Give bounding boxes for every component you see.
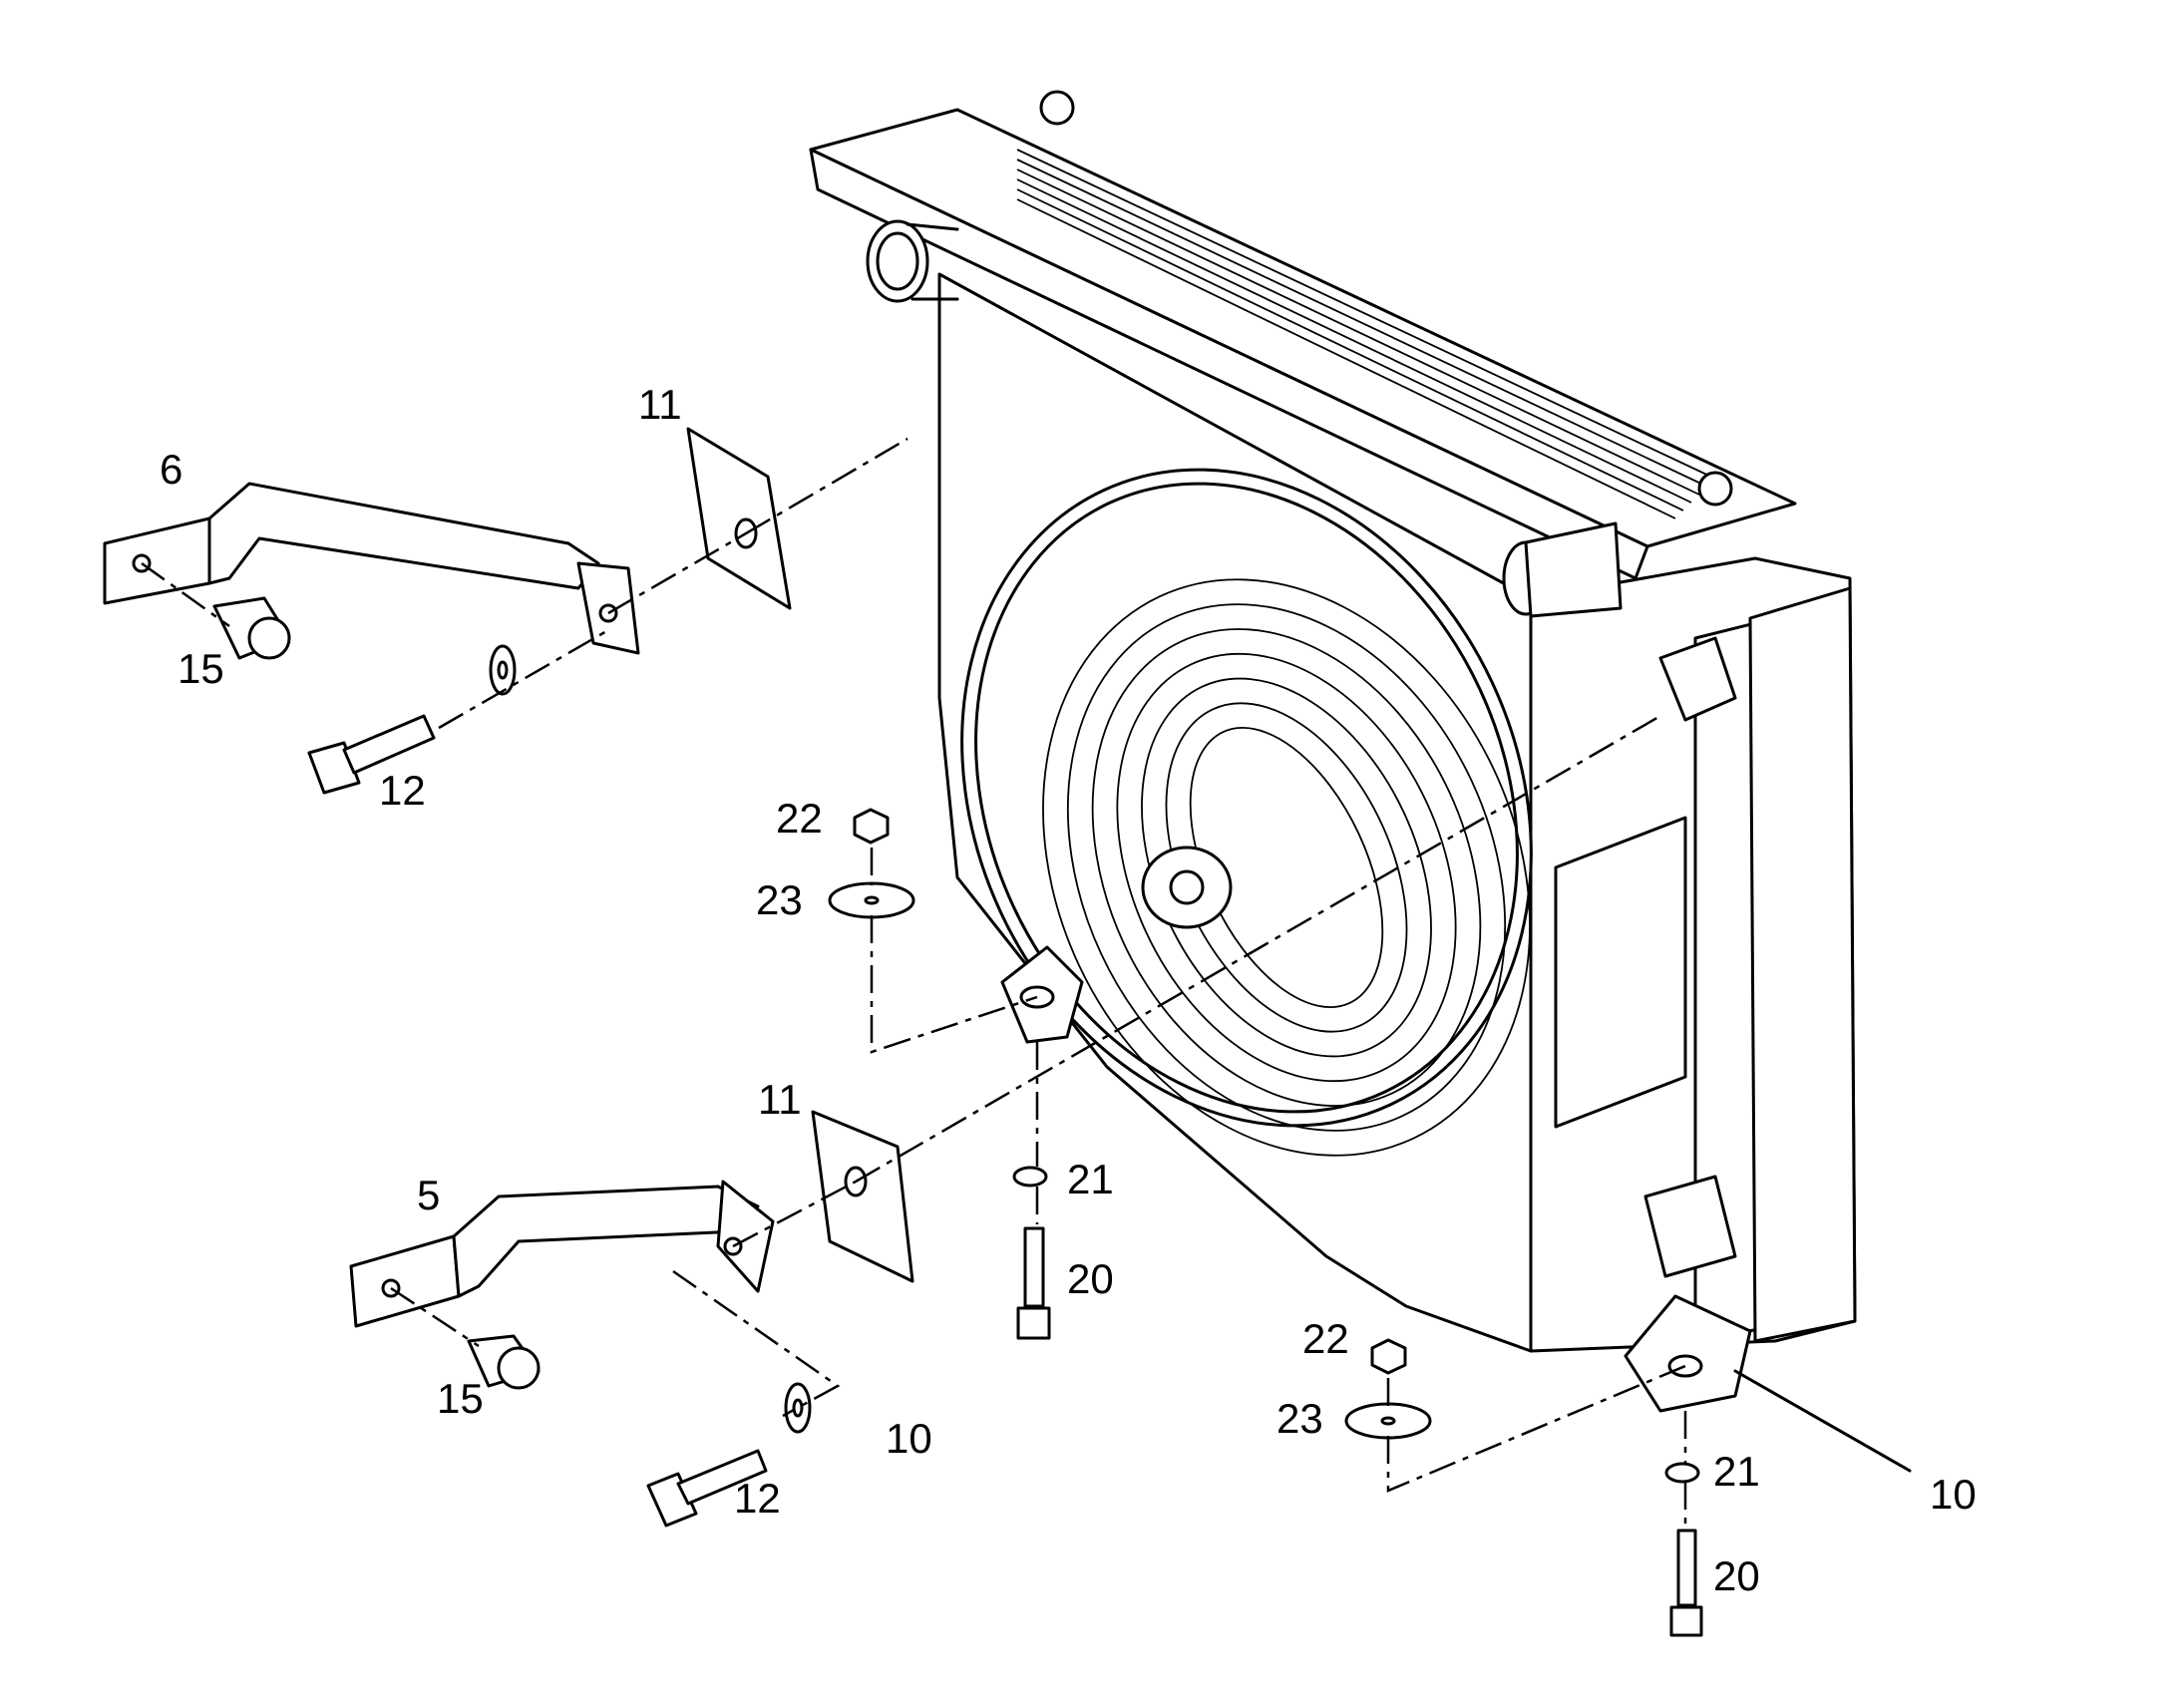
bolt-15-upper	[212, 596, 291, 660]
callout-15-top: 15	[178, 645, 224, 692]
bolt-12-lower	[646, 1382, 812, 1528]
bolt-20-left	[1012, 1166, 1051, 1340]
bolt-15-lower	[467, 1334, 541, 1390]
nut-washer-left	[828, 808, 915, 919]
callout-11-bottom: 11	[758, 1076, 802, 1123]
callout-20-left: 20	[1067, 1255, 1114, 1302]
callout-6: 6	[160, 446, 183, 493]
callout-12-top: 12	[379, 767, 426, 814]
callout-15-bottom: 15	[437, 1375, 484, 1422]
bolt-12-upper	[307, 644, 517, 795]
callout-22-right: 22	[1302, 1315, 1349, 1362]
callout-23-left: 23	[756, 876, 803, 923]
upper-brace-6	[103, 482, 640, 655]
plate-11-upper	[686, 427, 792, 610]
assembly-centerlines	[141, 437, 1687, 1526]
callout-12-bottom: 12	[734, 1475, 781, 1522]
lower-brace-5	[349, 1180, 775, 1328]
leader-10-right	[1733, 1369, 1912, 1473]
bolt-20-right	[1664, 1462, 1703, 1637]
callout-22-left: 22	[776, 795, 823, 842]
callout-23-right: 23	[1276, 1395, 1323, 1442]
callout-10-left: 10	[886, 1415, 932, 1462]
callout-11-top: 11	[638, 381, 682, 428]
callout-21-left: 21	[1067, 1156, 1114, 1202]
radiator-assembly	[809, 90, 1857, 1413]
callout-5: 5	[417, 1172, 441, 1218]
callout-10-right: 10	[1930, 1471, 1977, 1518]
callout-21-right: 21	[1713, 1448, 1760, 1495]
callout-20-right: 20	[1713, 1552, 1760, 1599]
